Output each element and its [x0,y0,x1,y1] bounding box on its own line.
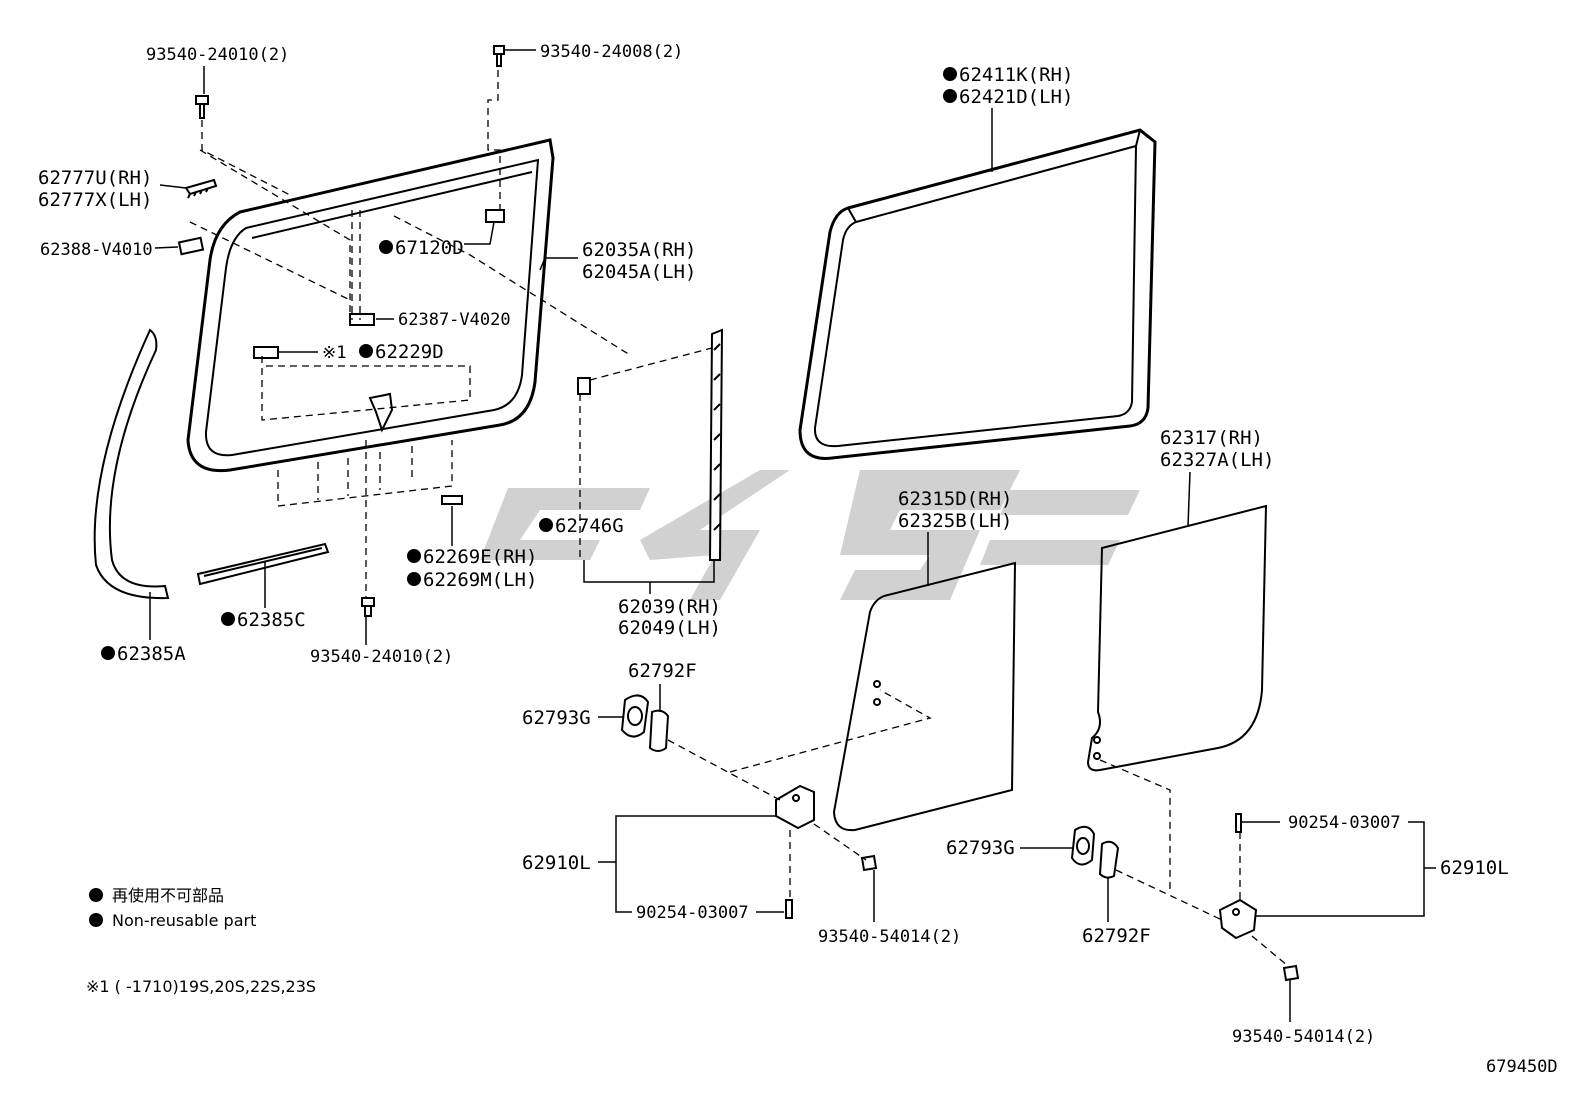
callout-93540-54014-right: 93540-54014(2) [1232,1027,1375,1047]
non-reusable-dot-icon [221,612,235,626]
non-reusable-dot-icon [407,549,421,563]
glass-panel-rear [1086,504,1268,772]
callout-93540-54014-left: 93540-54014(2) [818,927,961,947]
non-reusable-dot-icon [407,572,421,586]
non-reusable-dot-icon [379,240,393,254]
moulding-strip [196,542,330,586]
callout-90254-left: 90254-03007 [636,903,749,923]
callout-62910l-right: 62910L [1440,857,1509,879]
callout-62317: 62317(RH) [1160,427,1263,449]
legend-jp: 再使用不可部品 [112,886,224,905]
retainer-clip [184,178,218,199]
moulding-curved [93,328,170,600]
callout-62385a: 62385A [117,643,186,665]
callout-note-mark: ※1 [322,343,346,363]
hinge-right [1070,813,1300,982]
callout-labels: 93540-24010(2) 93540-24008(2) 62777U(RH)… [38,42,1509,1047]
non-reusable-dot-icon [359,344,373,358]
callout-90254-right: 90254-03007 [1288,813,1401,833]
callout-62746g: 62746G [555,515,624,537]
callout-62411k: 62411K(RH) [959,64,1073,86]
run-channel-strip [708,328,724,561]
callout-62035a: 62035A(RH) [582,239,696,261]
glass-run-seal [798,128,1157,460]
clip-small [577,377,591,395]
callout-62049: 62049(LH) [618,617,721,639]
non-reusable-dot-icon [89,888,103,902]
callout-62315d: 62315D(RH) [898,488,1012,510]
legend-note: ※1 ( -1710)19S,20S,22S,23S [86,977,316,996]
non-reusable-dot-icon [943,89,957,103]
callout-62792f-right: 62792F [1082,925,1151,947]
callout-62793g-right: 62793G [946,837,1015,859]
non-reusable-dot-icon [89,913,103,927]
callout-62269m: 62269M(LH) [423,569,537,591]
callout-62045a: 62045A(LH) [582,261,696,283]
legend: 再使用不可部品 Non-reusable part ※1 ( -1710)19S… [86,886,316,996]
bolt-icon [195,45,505,617]
assembly-lines [189,70,1289,967]
callout-62269e: 62269E(RH) [423,546,537,568]
legend-en: Non-reusable part [112,911,256,930]
diagram-code: 679450D [1486,1057,1558,1077]
non-reusable-dot-icon [539,518,553,532]
hinge-left [620,694,878,919]
callout-62325b: 62325B(LH) [898,510,1012,532]
non-reusable-dot-icon [943,67,957,81]
non-reusable-dot-icon [101,646,115,660]
callout-62792f-left: 62792F [628,660,697,682]
callout-62385c: 62385C [237,609,306,631]
callout-62793g-left: 62793G [522,707,591,729]
callout-62327a: 62327A(LH) [1160,449,1274,471]
callout-93540-24010: 93540-24010(2) [146,45,289,65]
door-frame-left [186,138,555,473]
callout-62039: 62039(RH) [618,596,721,618]
callout-62777x: 62777X(LH) [38,189,152,211]
callout-62229d: 62229D [375,341,444,363]
glass-panel-front [832,561,1017,832]
leader-lines [149,49,1436,1022]
callout-93540-24010-bottom: 93540-24010(2) [310,647,453,667]
callout-62388: 62388-V4010 [40,240,153,260]
callout-62387: 62387-V4020 [398,310,511,330]
callout-67120d: 67120D [395,237,464,259]
callout-62421d: 62421D(LH) [959,86,1073,108]
callout-62910l-left: 62910L [522,852,591,874]
callout-62777u: 62777U(RH) [38,167,152,189]
callout-93540-24008: 93540-24008(2) [540,42,683,62]
